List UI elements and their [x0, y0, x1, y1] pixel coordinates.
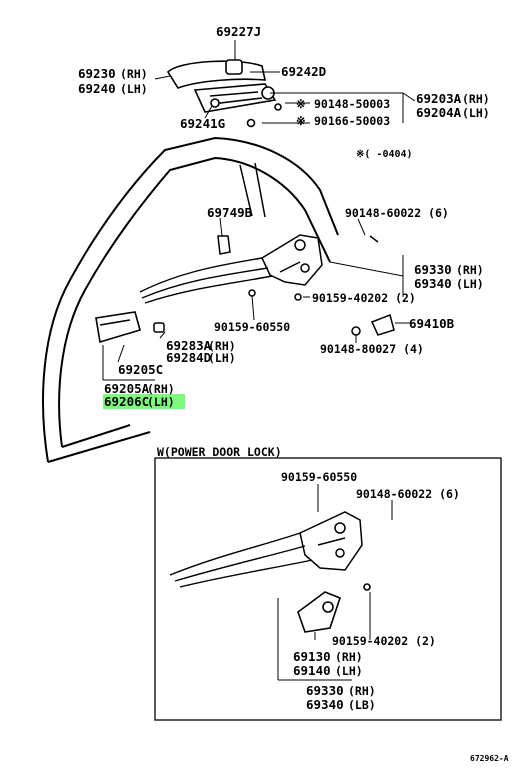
label-69205A: 69205A: [104, 381, 150, 396]
label-69227J: 69227J: [216, 24, 261, 39]
inset-label-90148-60022: 90148-60022 (6): [356, 487, 460, 501]
label-90148-50003: 90148-50003: [314, 97, 390, 111]
star-mark-1: ※: [296, 97, 306, 111]
inset-label-90159-40202: 90159-40202 (2): [332, 634, 436, 648]
inset-label-69340: 69340: [306, 697, 344, 712]
label-69284D: 69284D: [166, 350, 211, 365]
label-69241G: 69241G: [180, 116, 225, 131]
label-69284D-side: (LH): [208, 351, 236, 365]
label-69205A-side: (RH): [147, 382, 175, 396]
inset-label-69140: 69140: [293, 663, 331, 678]
main-leader-lines: [102, 217, 410, 381]
label-69204A-side: (LH): [462, 106, 490, 120]
label-69206C-side: (LH): [147, 395, 175, 409]
label-69206C: 69206C: [104, 394, 149, 409]
label-69340-side: (LH): [456, 277, 484, 291]
label-69204A: 69204A: [416, 105, 462, 120]
inset-lock-assembly: [299, 511, 363, 571]
main-labels: 69749B 90148-60022 (6) 69330 (RH) 69340 …: [104, 205, 484, 409]
label-90148-60022: 90148-60022 (6): [345, 206, 449, 220]
label-90159-40202: 90159-40202 (2): [312, 291, 416, 305]
label-69283A-side: (RH): [208, 339, 236, 353]
inset-label-69130-side: (RH): [335, 650, 363, 664]
top-leader-lines: [154, 40, 416, 124]
inset-leader-lines: [277, 484, 393, 681]
label-69240: 69240: [78, 81, 116, 96]
top-labels: 69227J 69230 (RH) 69240 (LH) 69242D 6924…: [78, 24, 490, 160]
label-69283A: 69283A: [166, 338, 212, 353]
inset-label-90159-60550: 90159-60550: [281, 470, 357, 484]
inset-label-69140-side: (LH): [335, 664, 363, 678]
label-69330-side: (RH): [456, 263, 484, 277]
label-69242D: 69242D: [281, 64, 326, 79]
inset-actuator: [297, 583, 371, 633]
door-outline: [42, 136, 339, 463]
label-90148-80027: 90148-80027 (4): [320, 342, 424, 356]
inset-label-69130: 69130: [293, 649, 331, 664]
label-69749B: 69749B: [207, 205, 253, 220]
door-lock-assembly: [261, 234, 323, 286]
inset-frame: [154, 457, 502, 721]
note-date-range: ※( -0404): [356, 149, 413, 160]
label-69230: 69230: [78, 66, 116, 81]
label-69230-side: (RH): [120, 67, 148, 81]
highlight-69206C: [103, 394, 185, 409]
label-69203A-side: (RH): [462, 92, 490, 106]
inset-label-69340-side: (LB): [348, 698, 376, 712]
inset-labels: W(POWER DOOR LOCK) 90159-60550 90148-600…: [157, 445, 460, 712]
outside-handle-assembly: [166, 59, 282, 128]
label-69330: 69330: [414, 262, 452, 277]
lock-rods: [139, 257, 273, 304]
inset-label-69330: 69330: [306, 683, 344, 698]
inset-rods: [169, 532, 313, 588]
label-69240-side: (LH): [120, 82, 148, 96]
label-69340: 69340: [414, 276, 452, 291]
label-69410B: 69410B: [409, 316, 455, 331]
label-90166-50003: 90166-50003: [314, 114, 390, 128]
star-mark-2: ※: [296, 114, 306, 128]
inside-handle: [95, 311, 141, 344]
inset-title: W(POWER DOOR LOCK): [157, 445, 282, 459]
label-69203A: 69203A: [416, 91, 462, 106]
label-69205C: 69205C: [118, 362, 163, 377]
diagram-code: 672962-A: [470, 754, 509, 763]
inset-label-69330-side: (RH): [348, 684, 376, 698]
label-90159-60550: 90159-60550: [214, 320, 290, 334]
